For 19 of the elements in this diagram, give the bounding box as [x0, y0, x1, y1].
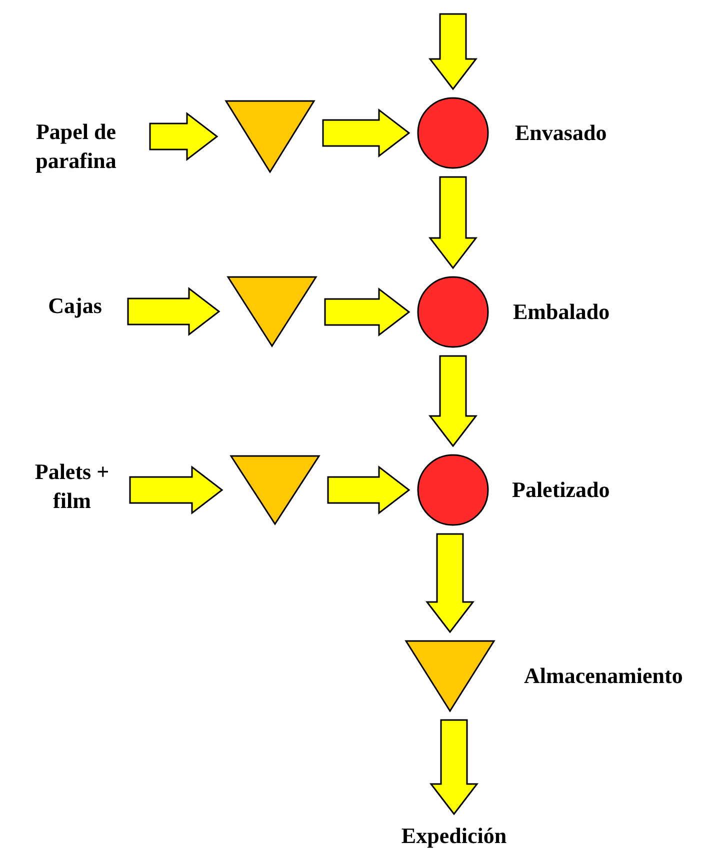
block-arrow [127, 286, 220, 336]
block-arrow [425, 533, 475, 634]
block-arrow [428, 355, 478, 448]
block-arrow [322, 108, 410, 158]
step-label: Almacenamiento [524, 663, 683, 689]
step-label: Expedición [400, 822, 508, 850]
step-label: Cajas [47, 292, 103, 320]
block-arrow [327, 465, 410, 515]
block-arrow [429, 719, 479, 816]
step-label: Papel de parafina [34, 118, 118, 175]
step-label: Envasado [515, 120, 607, 146]
block-arrow [428, 176, 478, 270]
block-arrow [149, 112, 218, 162]
step-label: Palets + film [34, 458, 110, 515]
block-arrow [428, 13, 478, 90]
block-arrow [129, 465, 224, 515]
step-label: Embalado [513, 299, 610, 325]
step-label: Paletizado [512, 477, 610, 503]
block-arrow [324, 287, 410, 337]
